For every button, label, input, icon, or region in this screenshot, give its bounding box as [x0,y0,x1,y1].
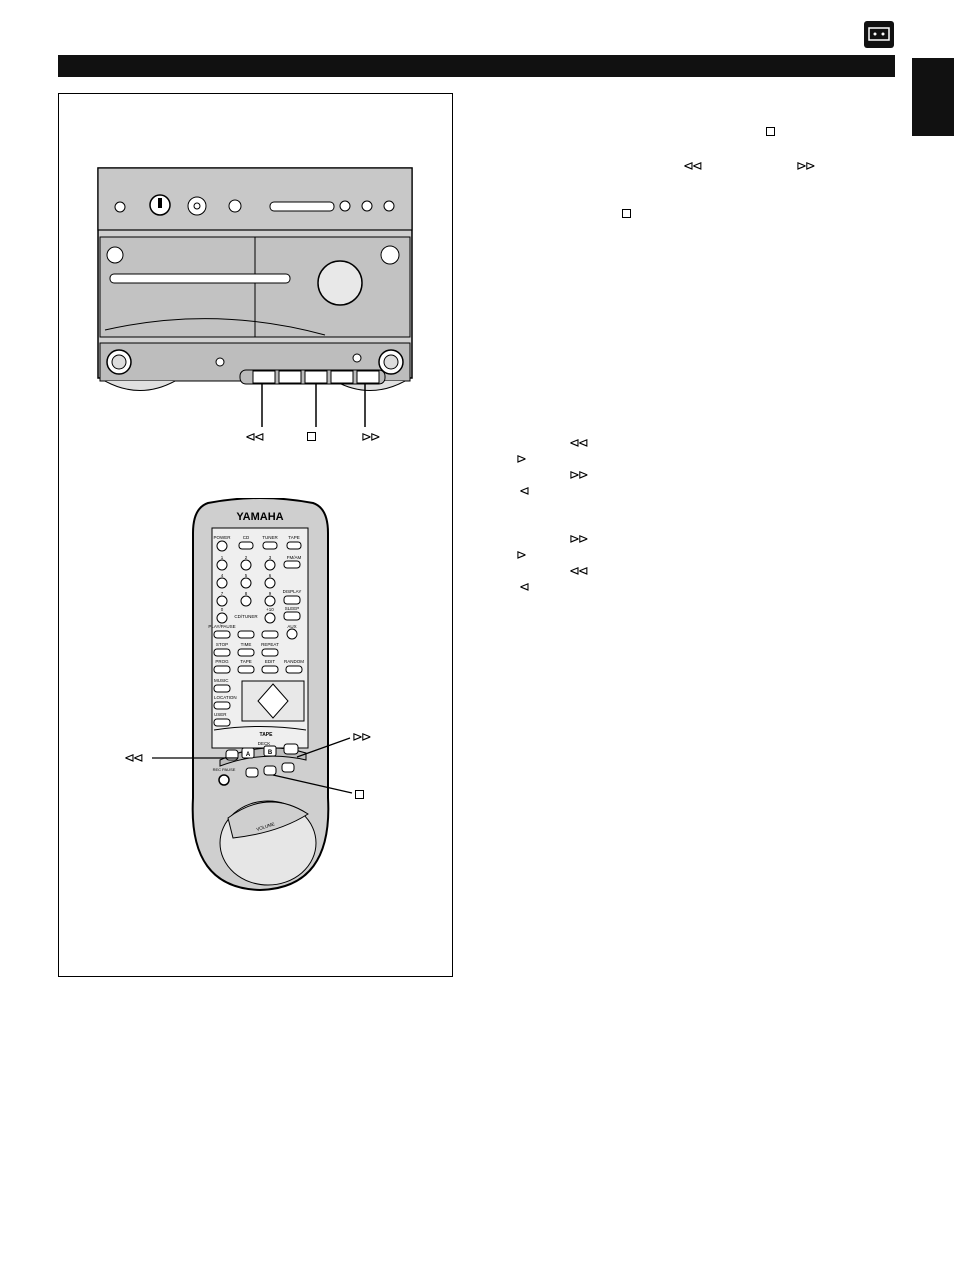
remote-repeat-label: REPEAT [261,642,279,647]
remote-volume-label: VOLUME [256,821,276,832]
text-ff-symbol-1: ⊳⊳ [796,159,816,174]
text-play-forward-symbol-1: ⊳ [516,452,527,467]
unit-ff-button [356,370,380,384]
unit-rewind-button [252,370,276,384]
text-play-reverse-symbol-2: ⊲ [519,580,530,595]
remote-music-label: MUSIC [214,678,229,683]
text-play-reverse-symbol-1: ⊲ [519,484,530,499]
remote-deck-b: B [268,750,273,756]
remote-key-plus10: +10 [266,607,274,612]
remote-stop-label: STOP [216,642,228,647]
unit-stop-button [304,370,328,384]
text-play-forward-symbol-2: ⊳ [516,548,527,563]
language-side-tab [912,58,954,136]
remote-deck-a: A [246,752,251,758]
remote-illustration: YAMAHA POWER CD TUNER TAPE 1 2 3 FM/AM 4… [191,498,330,892]
text-ff-symbol-3: ⊳⊳ [569,532,589,547]
remote-aux-label: AUX [287,624,296,629]
remote-recpause-label: REC PAUSE [213,767,236,772]
remote-key-0: 0 [221,607,224,612]
remote-tape-label: TAPE [288,535,299,540]
remote-deck-label: DECK [258,741,271,746]
text-stop-symbol-2 [622,209,631,218]
remote-ff-button [283,743,299,755]
remote-key-9: 9 [269,591,272,596]
remote-callout-lines [152,737,353,794]
unit-rewind-symbol: ⊲⊲ [245,430,265,445]
remote-playpause-label: PLAY/PAUSE [208,624,235,629]
remote-stop-button [263,765,277,776]
remote-location-label: LOCATION [214,695,237,700]
remote-user-label: USER [214,712,227,717]
remote-display-label: DISPLAY [283,589,302,594]
remote-key-5: 5 [245,573,248,578]
text-rewind-symbol-1: ⊲⊲ [683,159,703,174]
remote-cdtuner-label: CD/TUNER [234,614,258,619]
cassette-icon [864,21,894,48]
remote-power-label: POWER [213,535,231,540]
remote-tuner-label: TUNER [262,535,278,540]
remote-random-label: RANDOM [284,659,304,664]
main-unit-illustration [97,167,413,427]
remote-prog-label: PROG [215,659,229,664]
remote-key-2: 2 [245,555,248,560]
remote-tape2-label: TAPE [240,659,251,664]
remote-brand: YAMAHA [236,511,283,523]
text-stop-symbol-1 [766,127,775,136]
remote-key-7: 7 [221,591,224,596]
remote-time-label: TIME [241,642,252,647]
remote-cd-label: CD [243,535,250,540]
unit-ff-symbol: ⊳⊳ [361,430,381,445]
remote-key-4: 4 [221,573,224,578]
remote-key-3: 3 [269,555,272,560]
remote-tape-section-label: TAPE [260,732,274,738]
section-header-bar [58,55,895,77]
remote-key-8: 8 [245,591,248,596]
unit-stop-symbol [307,432,316,441]
remote-key-1: 1 [221,555,224,560]
figure-box [58,93,453,977]
text-ff-symbol-2: ⊳⊳ [569,468,589,483]
remote-edit-label: EDIT [265,659,276,664]
remote-key-6: 6 [269,573,272,578]
remote-sleep-label: SLEEP [285,606,300,611]
remote-ff-symbol: ⊳⊳ [352,730,372,745]
remote-stop-symbol [355,790,364,799]
remote-rewind-symbol: ⊲⊲ [124,751,144,766]
remote-fmam-label: FM/AM [287,555,302,560]
text-rewind-symbol-3: ⊲⊲ [569,564,589,579]
text-rewind-symbol-2: ⊲⊲ [569,436,589,451]
